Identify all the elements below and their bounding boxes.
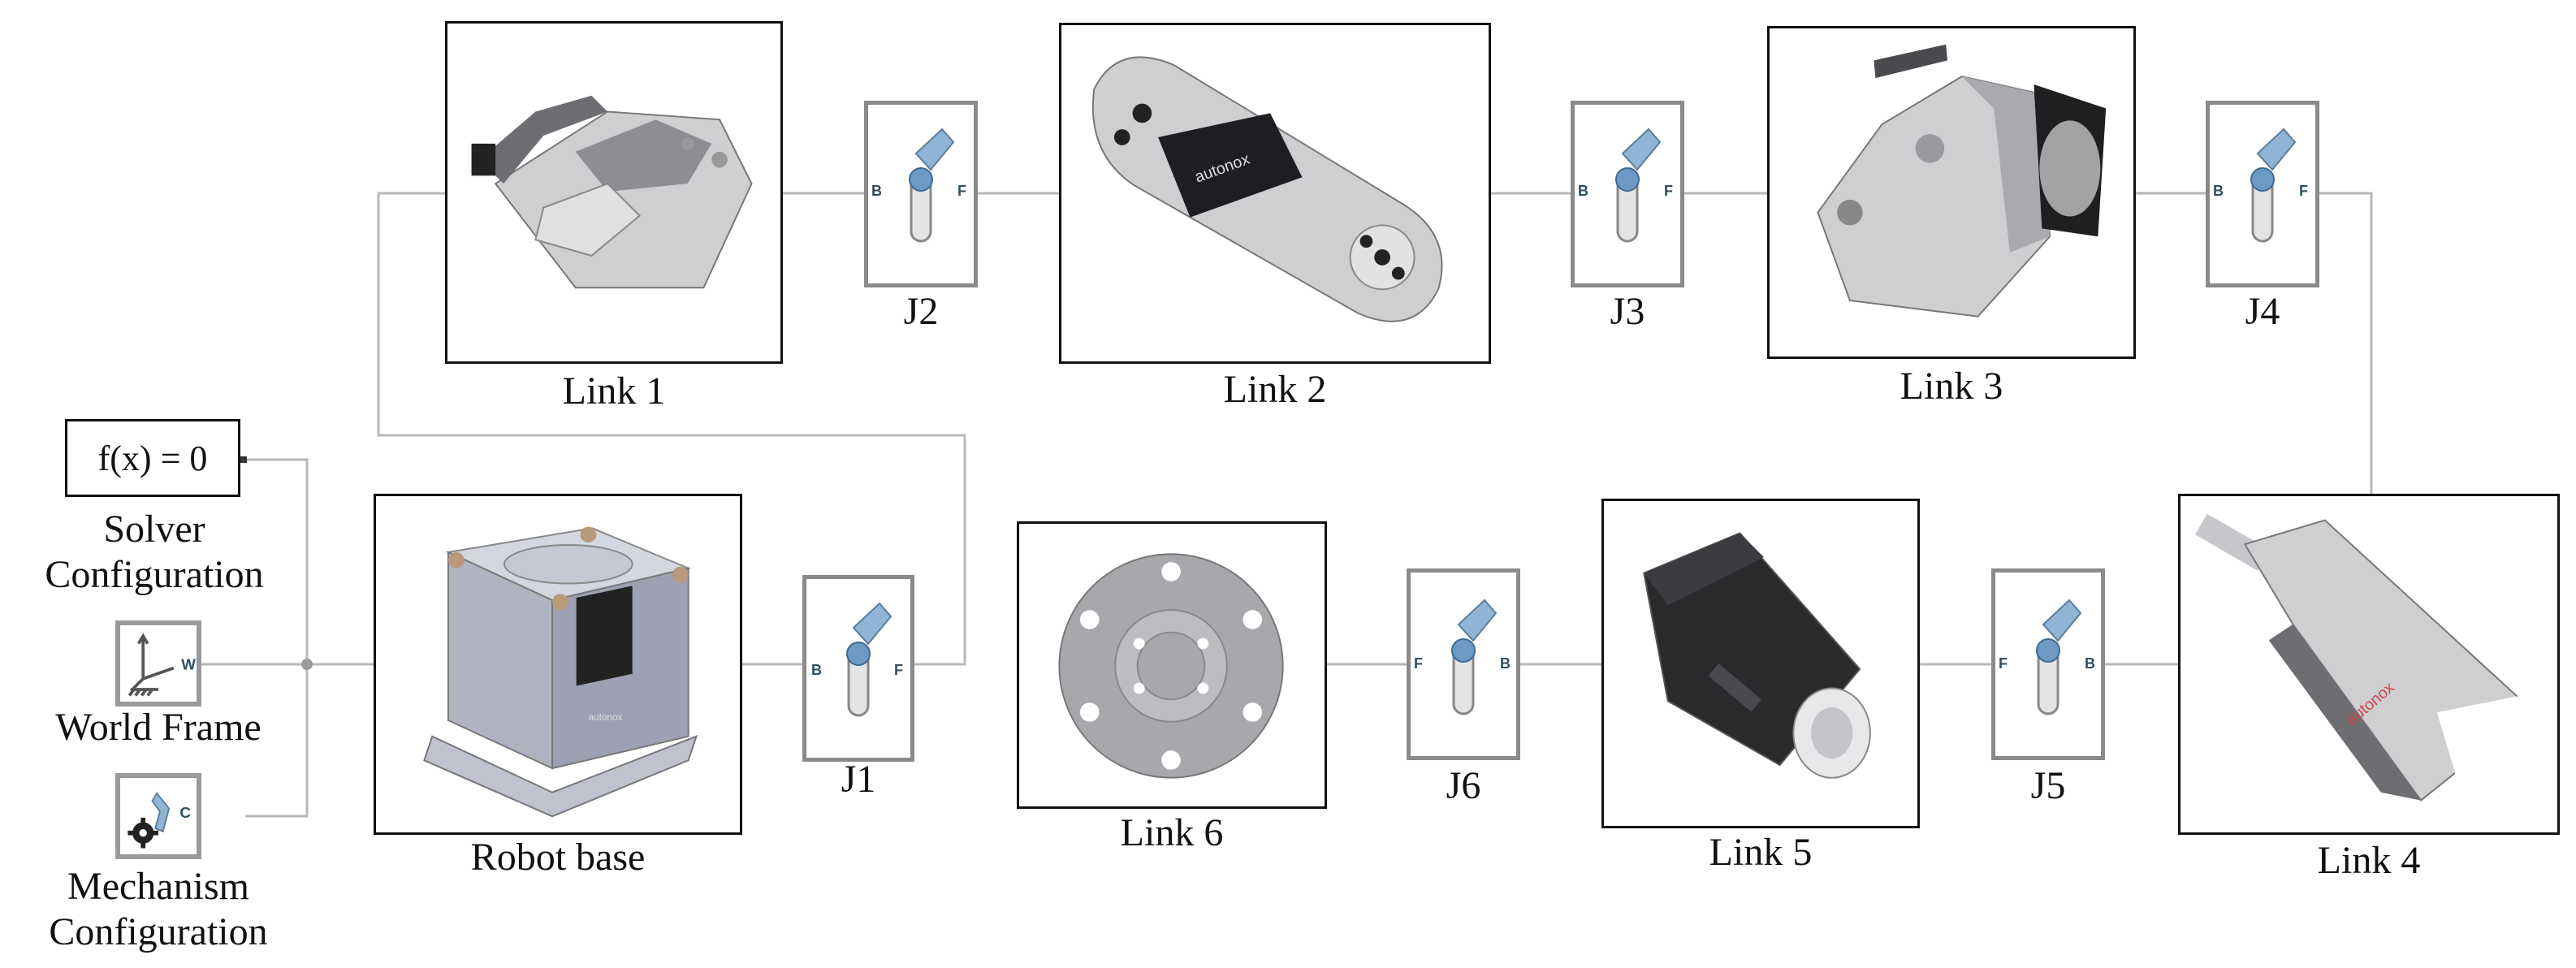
revolute-joint-icon: F B [1414,599,1511,715]
link-1-label: Link 1 [562,369,666,413]
link-4-block[interactable]: autonox [2178,494,2560,835]
j1-left-port: B [811,662,822,678]
link-6-render [1058,553,1284,779]
solver-configuration-block[interactable]: f(x) = 0 [65,419,240,497]
joint-j1-block[interactable]: B F [802,575,914,762]
link-4-render: autonox [2194,513,2526,802]
mechanism-label-line2: Configuration [49,910,268,953]
revolute-joint-icon: B F [811,602,903,717]
joint-j6-label: J6 [1446,764,1481,807]
link-4-label: Link 4 [2317,839,2421,882]
j5-left-port: F [1999,655,2008,672]
mechanism-port-letter: C [179,804,191,821]
solver-port [240,456,247,463]
robot-base-label: Robot base [470,836,646,879]
link-2-label: Link 2 [1223,368,1327,411]
link-1-block[interactable] [445,21,783,364]
robot-base-block[interactable]: autonox [374,494,742,835]
link-2-render: autonox [1091,56,1443,322]
wire-j1-to-link1 [377,192,966,666]
link-6-label: Link 6 [1120,811,1224,854]
wire-junction [301,659,313,670]
j5-right-port: B [2085,655,2095,672]
j1-right-port: F [894,662,903,678]
j4-left-port: B [2213,183,2224,199]
j3-right-port: F [1664,183,1673,199]
world-port-letter: W [181,656,196,673]
world-frame-block[interactable]: W [115,620,201,707]
revolute-joint-icon: F B [1999,599,2095,715]
solver-configuration-label: Solver Configuration [24,507,284,598]
link-5-render [1643,532,1871,779]
j3-left-port: B [1578,183,1588,199]
link-3-block[interactable] [1767,26,2136,359]
joint-j5-block[interactable]: F B [1991,568,2105,760]
joint-j5-label: J5 [2030,764,2066,807]
mechanism-label-line1: Mechanism [67,865,249,908]
mechanism-configuration-block[interactable]: C [115,773,201,859]
mechanism-configuration-label: Mechanism Configuration [24,864,292,955]
solver-label-line1: Solver [103,508,205,551]
link-3-render [1817,44,2107,318]
logo-text: autonox [588,711,622,723]
link-5-block[interactable] [1601,499,1920,828]
joint-j4-block[interactable]: B F [2206,101,2319,287]
mechanism-gear-icon: C [128,792,191,849]
joint-j4-label: J4 [2245,290,2280,333]
revolute-joint-icon: B F [871,127,966,243]
revolute-joint-icon: B F [1578,127,1673,243]
joint-j2-block[interactable]: B F [864,101,978,287]
revolute-joint-icon: B F [2213,127,2308,243]
j4-right-port: F [2299,183,2308,199]
joint-j3-block[interactable]: B F [1571,101,1684,287]
j2-left-port: B [871,183,882,199]
world-frame-label: World Frame [55,706,261,749]
j2-right-port: F [957,183,966,199]
link-1-render [471,95,753,289]
link-6-block[interactable] [1017,521,1327,809]
j6-left-port: F [1414,655,1423,672]
wire-j4-to-link4 [2319,192,2373,495]
joint-j3-label: J3 [1610,290,1645,333]
link-5-label: Link 5 [1709,831,1813,874]
joint-j2-label: J2 [903,290,939,333]
link-3-label: Link 3 [1900,365,2003,408]
wire-solver-to-junction [245,458,309,818]
joint-j1-label: J1 [841,758,876,801]
world-frame-icon: W [128,633,196,697]
robot-base-render: autonox [423,526,698,818]
solver-expression: f(x) = 0 [97,438,208,478]
j6-right-port: B [1500,655,1511,672]
solver-label-line2: Configuration [45,553,264,596]
joint-j6-block[interactable]: F B [1407,568,1520,760]
link-2-block[interactable]: autonox [1059,23,1491,364]
